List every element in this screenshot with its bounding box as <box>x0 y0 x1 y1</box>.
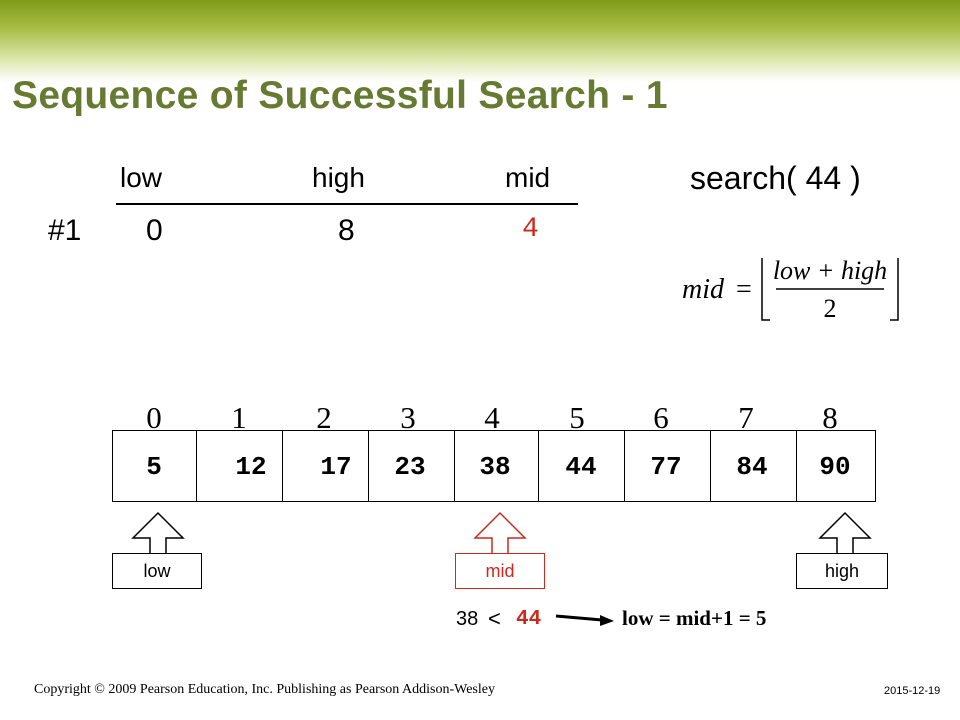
cell-divider <box>196 430 197 502</box>
high-arrow-icon <box>818 511 872 555</box>
array-cell: 23 <box>394 452 426 482</box>
array-index: 2 <box>316 400 332 435</box>
array-cell: 77 <box>650 452 682 482</box>
compare-op: < <box>488 606 501 631</box>
header-low: low <box>120 162 163 193</box>
slide-date: 2015-12-19 <box>884 685 941 697</box>
low-pointer-label: low <box>112 553 202 589</box>
header-high: high <box>312 162 365 193</box>
array-index: 5 <box>569 400 585 435</box>
update-rule: low = mid+1 = 5 <box>622 606 767 630</box>
array-container <box>112 430 876 502</box>
low-arrow-icon <box>131 511 185 555</box>
comparison-arrow-line <box>555 614 603 622</box>
cell-divider <box>710 430 711 502</box>
array-cell: 5 <box>146 452 162 482</box>
array-index: 7 <box>738 400 754 435</box>
row-label: #1 <box>48 214 82 247</box>
array-index: 6 <box>653 400 669 435</box>
array-cell: 84 <box>736 452 768 482</box>
mid-arrow-icon <box>473 511 527 555</box>
mid-pointer-label: mid <box>455 553 545 589</box>
value-mid: 4 <box>522 214 539 245</box>
top-gradient-bar <box>0 0 960 82</box>
value-high: 8 <box>338 214 355 247</box>
array-index: 3 <box>400 400 416 435</box>
formula-lhs: mid <box>682 274 724 305</box>
value-low: 0 <box>146 214 163 247</box>
compare-right: 44 <box>516 608 542 631</box>
array-index: 1 <box>231 400 247 435</box>
formula-denominator: 2 <box>823 294 837 323</box>
array-index: 0 <box>146 400 162 435</box>
table-header-rule <box>116 203 578 205</box>
cell-divider <box>454 430 455 502</box>
formula-numerator: low + high <box>772 256 888 285</box>
cell-divider <box>368 430 369 502</box>
copyright-footer: Copyright © 2009 Pearson Education, Inc.… <box>34 682 495 697</box>
cell-divider <box>538 430 539 502</box>
cell-divider <box>282 430 283 502</box>
array-cell: 44 <box>565 452 597 482</box>
array-cell: 38 <box>479 452 511 482</box>
high-pointer-label: high <box>796 553 888 589</box>
slide-title: Sequence of Successful Search - 1 <box>12 74 668 117</box>
comparison-arrow-icon <box>600 615 614 626</box>
formula-equals: = <box>736 274 752 305</box>
cell-divider <box>624 430 625 502</box>
array-cell: 17 <box>320 452 352 482</box>
search-call: search( 44 ) <box>690 160 861 196</box>
array-index: 8 <box>822 400 838 435</box>
compare-left: 38 <box>456 608 479 630</box>
cell-divider <box>796 430 797 502</box>
array-cell: 90 <box>819 452 851 482</box>
array-cell: 12 <box>235 452 267 482</box>
header-mid: mid <box>505 162 551 193</box>
array-index: 4 <box>484 400 500 435</box>
